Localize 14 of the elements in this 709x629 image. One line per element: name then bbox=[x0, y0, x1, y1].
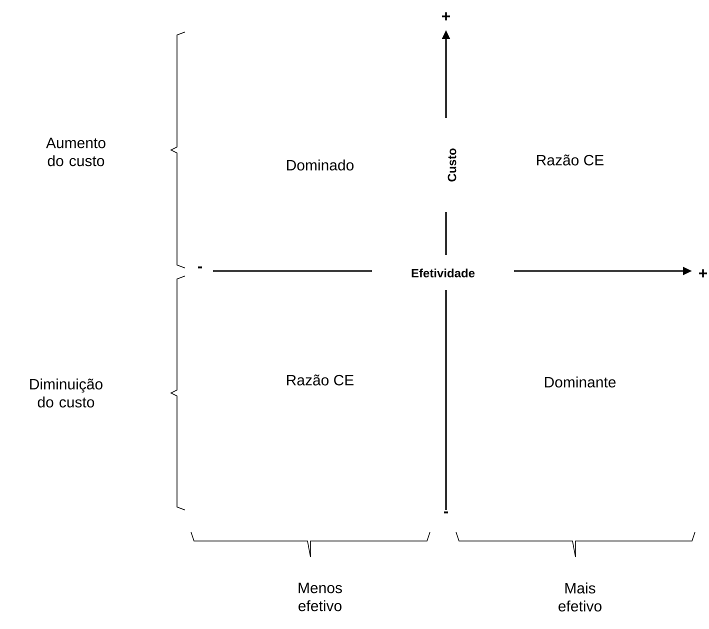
axis-label: Custo bbox=[448, 148, 456, 182]
sign-label: - bbox=[444, 511, 448, 514]
quadrant-label: Razão CE bbox=[287, 374, 354, 386]
axis-label: Efetividade bbox=[407, 268, 480, 278]
quadrant-group-label: Aumento do custo bbox=[46, 138, 106, 166]
quadrant-label: Razão CE bbox=[537, 154, 604, 166]
quadrant-label: Dominado bbox=[287, 159, 354, 170]
quadrant-group-label: Mais efetivo bbox=[558, 582, 602, 612]
quadrant-label: Dominante bbox=[544, 376, 616, 388]
sign-label: + bbox=[442, 12, 450, 20]
sign-label: + bbox=[699, 269, 708, 278]
sign-label: - bbox=[198, 266, 202, 268]
quadrant-group-label: Diminuição do custo bbox=[30, 378, 102, 408]
quadrant-group-label: Menos efetivo bbox=[298, 582, 342, 612]
